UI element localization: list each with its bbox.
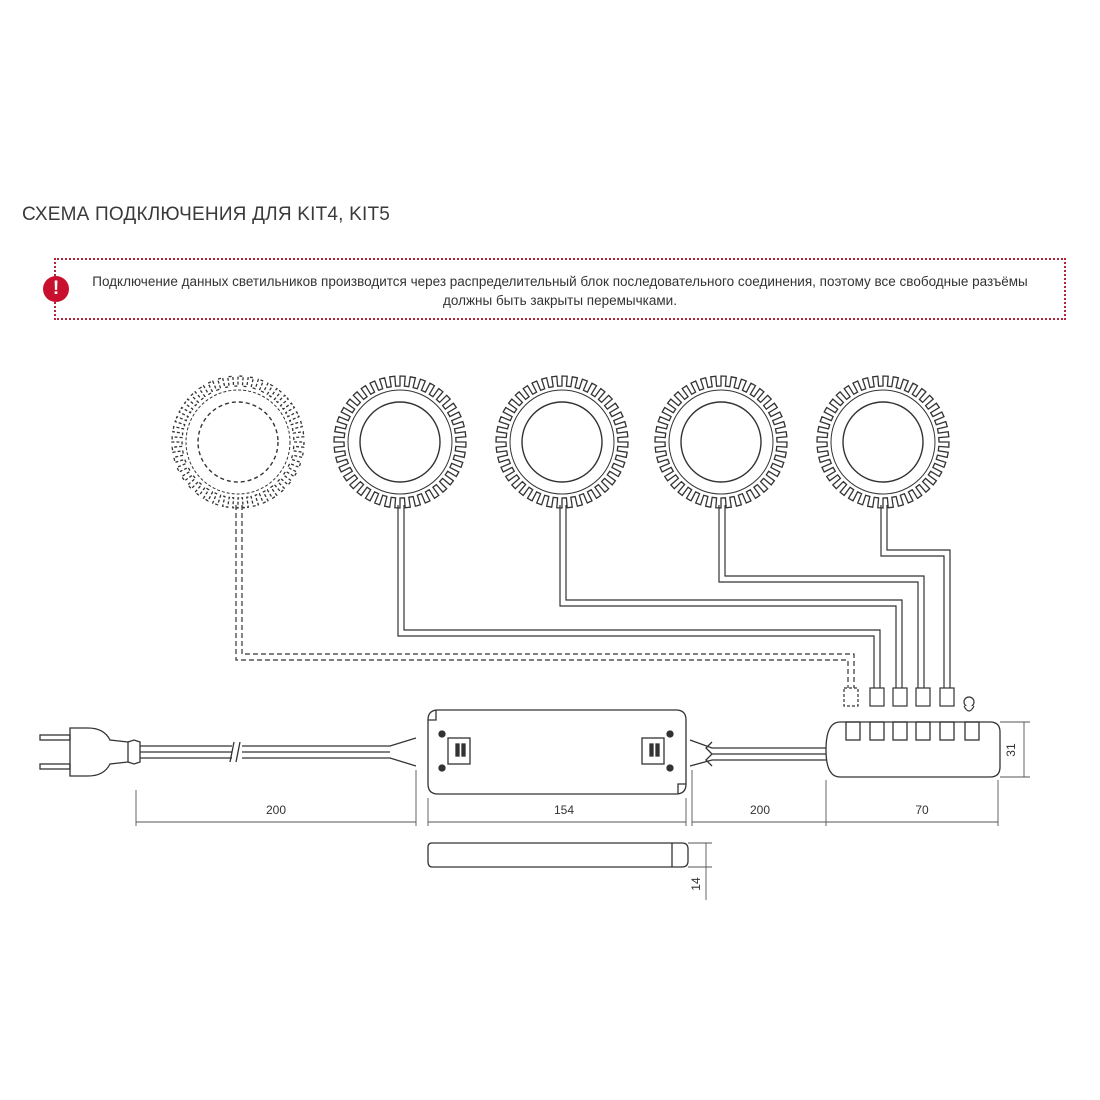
luminaire-rim (816, 375, 950, 509)
wire-2 (397, 505, 881, 688)
wire-1-dashed (235, 505, 855, 688)
wire-4 (718, 505, 925, 688)
dim-hub-height: 31 (1004, 743, 1018, 757)
distribution-hub (825, 721, 1001, 778)
connector-5 (939, 687, 955, 707)
connector-3 (892, 687, 908, 707)
driver-top-view (427, 709, 687, 795)
luminaire-lens (359, 401, 441, 483)
luminaire-4 (654, 375, 788, 509)
luminaires (171, 375, 950, 509)
luminaire-ring (347, 389, 453, 495)
luminaire-wires (235, 505, 951, 688)
luminaire-rim (171, 375, 305, 509)
luminaire-ring (185, 389, 291, 495)
dim-cable-plug: 200 (266, 803, 286, 817)
luminaire-2 (333, 375, 467, 509)
hub-connectors (843, 687, 975, 712)
luminaire-lens (842, 401, 924, 483)
dim-driver-length: 154 (554, 803, 574, 817)
luminaire-ring (830, 389, 936, 495)
jumper-plug (963, 696, 975, 712)
connector-1 (843, 687, 859, 707)
luminaire-ring (509, 389, 615, 495)
notice-text: Подключение данных светильников производ… (92, 274, 1028, 308)
dim-hub-length: 70 (915, 803, 929, 817)
dimension-lines (135, 721, 1030, 900)
notice-box: ! Подключение данных светильников произв… (43, 258, 1066, 320)
luminaire-1 (171, 375, 305, 509)
luminaire-lens (197, 401, 279, 483)
luminaire-lens (680, 401, 762, 483)
driver-hub-cable (689, 739, 826, 767)
dim-cable-driver: 200 (750, 803, 770, 817)
luminaire-5 (816, 375, 950, 509)
luminaire-3 (495, 375, 629, 509)
mains-plug (39, 727, 417, 777)
page-title: СХЕМА ПОДКЛЮЧЕНИЯ ДЛЯ KIT4, KIT5 (22, 204, 391, 225)
dim-driver-height: 14 (689, 877, 703, 891)
driver-side-view (427, 842, 689, 868)
luminaire-rim (654, 375, 788, 509)
luminaire-lens (521, 401, 603, 483)
connector-2 (869, 687, 885, 707)
luminaire-rim (495, 375, 629, 509)
luminaire-ring (668, 389, 774, 495)
luminaire-rim (333, 375, 467, 509)
exclamation-icon: ! (43, 276, 69, 302)
connector-4 (915, 687, 931, 707)
wire-3 (559, 505, 903, 688)
wire-5 (880, 505, 951, 688)
